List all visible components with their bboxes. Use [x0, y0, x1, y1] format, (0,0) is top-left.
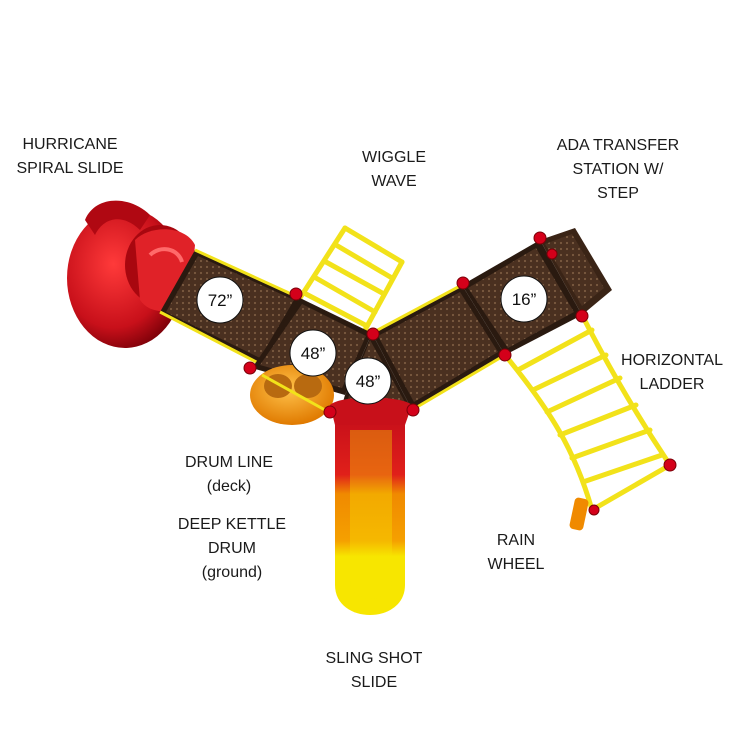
label-deep-kettle-drum: DEEP KETTLE DRUM (ground): [172, 513, 292, 585]
horizontal-ladder: [502, 312, 673, 513]
label-line: SPIRAL SLIDE: [16, 160, 124, 177]
label-horizontal-ladder: HORIZONTAL LADDER: [610, 349, 734, 397]
height-marker-48-bottom: 48”: [344, 357, 392, 405]
label-line: WIGGLE: [361, 149, 426, 166]
label-line: HURRICANE: [22, 136, 118, 153]
label-line: SLING SHOT: [325, 650, 423, 667]
hurricane-spiral-slide: [67, 200, 195, 348]
label-line: DRUM LINE: [184, 454, 273, 471]
height-marker-48-top: 48”: [289, 329, 337, 377]
label-line: WAVE: [371, 173, 417, 190]
label-line: (deck): [206, 478, 252, 495]
height-16-text: 16”: [512, 290, 537, 309]
label-drum-line: DRUM LINE (deck): [174, 451, 284, 499]
height-48-bottom-text: 48”: [356, 372, 381, 391]
label-rain-wheel: RAIN WHEEL: [476, 529, 556, 577]
label-ada-transfer-station: ADA TRANSFER STATION W/ STEP: [548, 134, 688, 206]
height-marker-16: 16”: [500, 275, 548, 323]
label-hurricane-spiral-slide: HURRICANE SPIRAL SLIDE: [10, 133, 130, 181]
label-line: LADDER: [639, 376, 705, 393]
height-marker-72: 72”: [196, 276, 244, 324]
label-line: STEP: [597, 185, 639, 202]
label-sling-shot-slide: SLING SHOT SLIDE: [314, 647, 434, 695]
height-72-text: 72”: [208, 291, 233, 310]
label-line: RAIN: [496, 532, 536, 549]
label-line: DRUM: [208, 540, 256, 557]
post-clamps: [243, 231, 677, 516]
wiggle-wave: [297, 225, 405, 333]
label-line: DEEP KETTLE: [177, 516, 287, 533]
label-line: SLIDE: [350, 674, 398, 691]
label-wiggle-wave: WIGGLE WAVE: [344, 146, 444, 194]
rain-wheel: [569, 497, 589, 531]
sling-shot-slide: [330, 397, 412, 615]
drum-line: [250, 365, 334, 425]
label-line: ADA TRANSFER: [556, 137, 680, 154]
label-line: (ground): [201, 564, 263, 581]
bridge-deck: [371, 283, 506, 412]
height-48-top-text: 48”: [301, 344, 326, 363]
label-line: WHEEL: [487, 556, 545, 573]
label-line: STATION W/: [572, 161, 664, 178]
label-line: HORIZONTAL: [621, 352, 723, 369]
